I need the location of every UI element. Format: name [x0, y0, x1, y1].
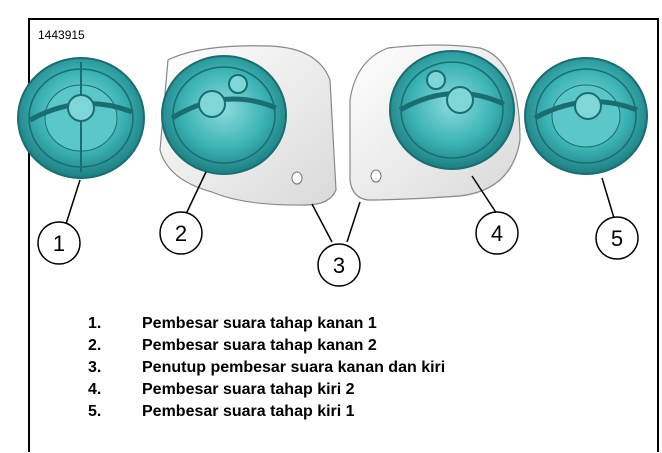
speaker-5 [524, 57, 648, 175]
leader-line-4 [471, 175, 498, 215]
figure-frame [28, 18, 659, 452]
speaker-1 [17, 57, 145, 179]
speaker-4-with-cover [349, 44, 521, 201]
callout-5: 5 [595, 216, 639, 260]
legend-text: Pembesar suara tahap kanan 1 [142, 315, 377, 332]
legend-number: 3. [88, 359, 102, 376]
legend-item: 2. Pembesar suara tahap kanan 2 [88, 335, 445, 357]
legend-number: 1. [88, 315, 102, 332]
leader-line-3b [346, 201, 361, 243]
figure-id: 1443915 [38, 28, 85, 42]
leader-line-1 [65, 179, 81, 225]
legend-item: 4. Pembesar suara tahap kiri 2 [88, 379, 445, 401]
callout-3: 3 [317, 243, 361, 287]
speaker-2-with-cover [159, 45, 337, 206]
callout-4: 4 [475, 211, 519, 255]
leader-line-2 [185, 171, 207, 215]
callout-1: 1 [37, 221, 81, 265]
legend-number: 2. [88, 337, 102, 354]
legend-item: 1. Pembesar suara tahap kanan 1 [88, 313, 445, 335]
legend-item: 5. Pembesar suara tahap kiri 1 [88, 401, 445, 423]
legend-number: 5. [88, 403, 102, 420]
callout-5-label: 5 [611, 226, 623, 251]
callout-3-label: 3 [333, 253, 345, 278]
legend-list: 1. Pembesar suara tahap kanan 1 2. Pembesa… [88, 313, 445, 423]
legend-text: Pembesar suara tahap kiri 1 [142, 403, 355, 420]
legend-text: Pembesar suara tahap kiri 2 [142, 381, 355, 398]
callout-2: 2 [159, 211, 203, 255]
legend-text: Pembesar suara tahap kanan 2 [142, 337, 377, 354]
callout-4-label: 4 [491, 221, 503, 246]
legend-number: 4. [88, 381, 102, 398]
callout-1-label: 1 [53, 231, 65, 256]
leader-line-3a [311, 203, 333, 243]
legend-text: Penutup pembesar suara kanan dan kiri [142, 359, 446, 376]
legend-item: 3. Penutup pembesar suara kanan dan kiri [88, 357, 445, 379]
leader-lines [65, 171, 615, 243]
callout-2-label: 2 [175, 221, 187, 246]
leader-line-5 [601, 177, 615, 219]
